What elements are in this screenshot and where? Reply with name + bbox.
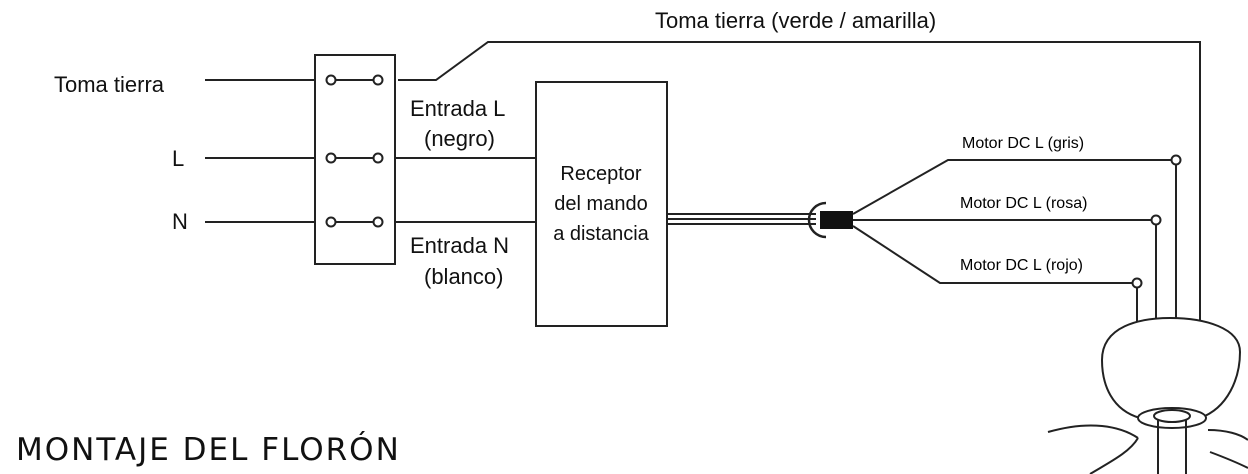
receiver-label-2: del mando [554, 193, 647, 215]
terminal-icon [372, 216, 384, 228]
motor-rojo-wire [852, 225, 1138, 352]
terminal-icon [325, 216, 337, 228]
terminal-icon [372, 152, 384, 164]
ground-wire [398, 41, 1201, 335]
terminal-icon [325, 152, 337, 164]
terminal-pair-n [325, 216, 384, 228]
entrada-n-label-1: Entrada N [410, 233, 509, 258]
motor-gris-wire [852, 159, 1177, 335]
ground-wire-label: Toma tierra (verde / amarilla) [655, 8, 936, 33]
receiver-label-3: a distancia [553, 223, 649, 245]
motor-rosa-terminal-icon [1150, 214, 1162, 226]
motor-rojo-terminal-icon [1131, 277, 1143, 289]
motor-gris-label: Motor DC L (gris) [962, 135, 1084, 152]
connector-icon [807, 201, 853, 239]
entrada-n-label-2: (blanco) [424, 264, 503, 289]
input-n-label: N [172, 209, 188, 234]
section-heading: MONTAJE DEL FLORÓN [16, 432, 401, 468]
motor-rosa-label: Motor DC L (rosa) [960, 195, 1087, 212]
terminal-icon [372, 74, 384, 86]
input-l-label: L [172, 146, 184, 171]
terminal-pair-l [325, 152, 384, 164]
entrada-l-label-2: (negro) [424, 126, 495, 151]
terminal-pair-ground [325, 74, 384, 86]
ceiling-fan-icon [1047, 316, 1248, 474]
receiver-box [535, 81, 668, 327]
motor-gris-terminal-icon [1170, 154, 1182, 166]
entrada-l-label-1: Entrada L [410, 96, 505, 121]
input-ground-label: Toma tierra [54, 72, 165, 97]
output-cable-bundle [667, 213, 816, 225]
terminal-icon [325, 74, 337, 86]
motor-rojo-label: Motor DC L (rojo) [960, 257, 1083, 274]
receiver-label-1: Receptor [560, 163, 641, 185]
